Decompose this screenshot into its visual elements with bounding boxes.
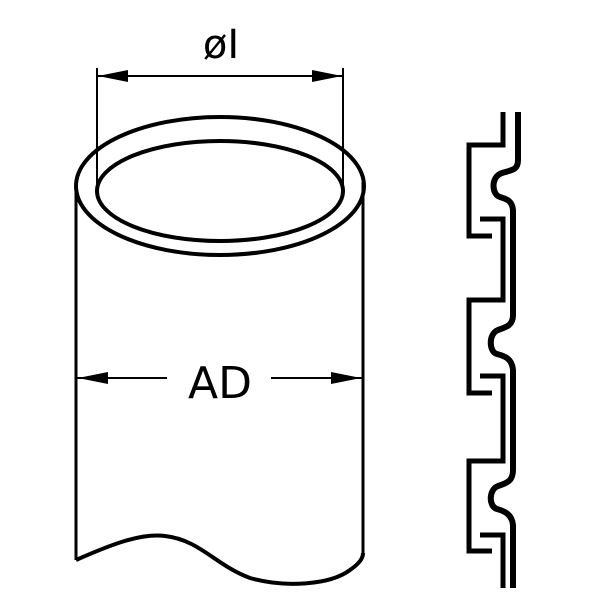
inner-diameter-dimension: øI [96,22,344,195]
profile-inner-strip [466,112,506,588]
arrow-left-icon [78,372,108,384]
tube-cut-edge [75,533,365,586]
outer-diameter-dimension: AD [77,358,362,409]
arrow-right-icon [331,372,361,384]
tube-inner-rim [95,139,345,243]
profile-outer-strip [487,112,521,588]
tube-outer-rim [74,115,366,257]
inner-diameter-label: øI [203,22,239,68]
wall-profile [466,112,521,588]
arrow-right-icon [312,70,342,82]
arrow-left-icon [98,70,128,82]
outer-diameter-label: AD [188,358,252,409]
tube-body [74,115,366,586]
